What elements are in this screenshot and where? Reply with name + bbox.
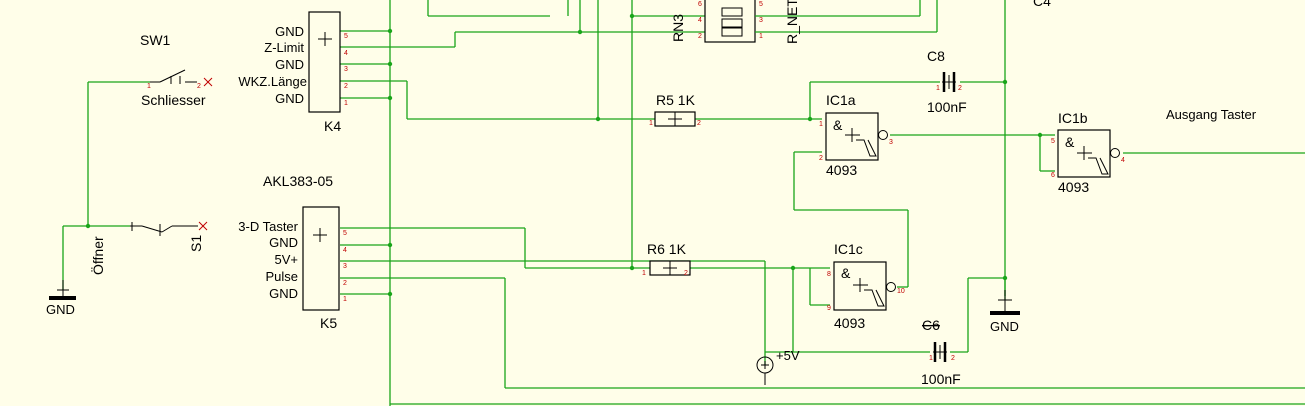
k5-label: K5: [320, 315, 337, 331]
svg-text:4: 4: [698, 17, 702, 24]
vplus-symbol: +5V: [756, 348, 800, 385]
svg-text:3: 3: [759, 17, 763, 24]
switch-s1: Öffner S1: [89, 221, 208, 275]
svg-text:3: 3: [343, 263, 347, 270]
gnd-label-left: GND: [46, 302, 75, 317]
svg-text:6: 6: [698, 1, 702, 8]
akl-label: AKL383-05: [263, 173, 333, 189]
svg-text:3: 3: [889, 139, 893, 146]
resistor-r6: R6 1K 1 2: [642, 241, 691, 277]
svg-text:2: 2: [197, 83, 201, 90]
svg-text:2: 2: [819, 155, 823, 162]
s1-label: S1: [188, 235, 204, 252]
k4-label: K4: [324, 118, 341, 134]
svg-text:2: 2: [684, 270, 688, 277]
k4-pin-5-label: GND: [275, 24, 304, 39]
gnd-symbol-left: GND: [46, 280, 76, 317]
svg-text:1: 1: [936, 85, 940, 92]
capacitor-c8: C8 1 2 100nF: [927, 48, 967, 115]
ic1a-label: IC1a: [826, 92, 856, 108]
c4-label: C4: [1033, 0, 1051, 9]
rnet-label: R_NET: [784, 0, 800, 44]
svg-text:2: 2: [698, 33, 702, 40]
k5-pin-3-label: 5V+: [275, 252, 299, 267]
oeffner-label: Öffner: [89, 236, 106, 275]
svg-text:10: 10: [897, 288, 905, 295]
k4-pin-4-label: Z-Limit: [264, 40, 304, 55]
svg-text:2: 2: [958, 85, 962, 92]
connector-k5: AKL383-05 5 4 3 2 1 3-D Taster GND 5V+ P…: [238, 173, 347, 331]
svg-text:&: &: [841, 265, 851, 281]
gnd-label-bottom: GND: [990, 319, 1019, 334]
ic1a-type: 4093: [826, 162, 857, 178]
svg-text:5: 5: [344, 33, 348, 40]
r6-label: R6 1K: [647, 241, 687, 257]
svg-text:3: 3: [344, 66, 348, 73]
svg-text:2: 2: [343, 280, 347, 287]
gate-ic1b: IC1b & 5 6 4 4093: [1051, 110, 1125, 195]
wires: [62, 0, 1305, 406]
connector-k4: 5 4 3 2 1 GND Z-Limit GND WKZ.Länge GND …: [238, 11, 348, 134]
svg-text:1: 1: [759, 33, 763, 40]
gate-ic1c: IC1c & 8 9 10 4093: [827, 241, 905, 331]
ic1c-type: 4093: [834, 315, 865, 331]
capacitor-c6: C6 1 2 100nF: [921, 317, 961, 387]
ic1b-label: IC1b: [1058, 110, 1088, 126]
k5-pin-2-label: Pulse: [265, 269, 298, 284]
svg-text:5: 5: [1051, 138, 1055, 145]
svg-text:1: 1: [147, 83, 151, 90]
c6-value: 100nF: [921, 371, 961, 387]
resistor-r5: R5 1K 1 2: [649, 92, 701, 127]
svg-text:1: 1: [344, 100, 348, 107]
sw1-label: SW1: [140, 32, 171, 48]
svg-text:4: 4: [343, 247, 347, 254]
svg-text:1: 1: [819, 121, 823, 128]
ic1c-label: IC1c: [834, 241, 863, 257]
svg-text:1: 1: [649, 120, 653, 127]
svg-text:1: 1: [642, 270, 646, 277]
rn3-resistor-network: 6 4 2 5 3 1 RN3 R_NET: [670, 0, 800, 44]
k4-pin-3-label: GND: [275, 57, 304, 72]
svg-text:2: 2: [951, 355, 955, 362]
junction-dots: [85, 13, 1043, 297]
svg-text:2: 2: [697, 120, 701, 127]
svg-text:1: 1: [929, 355, 933, 362]
svg-text:1: 1: [343, 296, 347, 303]
k4-pin-2-label: WKZ.Länge: [238, 74, 307, 89]
switch-sw1: SW1 1 2 Schliesser: [140, 32, 213, 108]
svg-text:&: &: [833, 117, 843, 133]
c8-value: 100nF: [927, 99, 967, 115]
k4-pin-1-label: GND: [275, 91, 304, 106]
k5-pin-1-label: GND: [269, 286, 298, 301]
ic1b-type: 4093: [1058, 179, 1089, 195]
svg-text:2: 2: [344, 83, 348, 90]
c8-label: C8: [927, 48, 945, 64]
svg-text:8: 8: [827, 271, 831, 278]
svg-text:4: 4: [1121, 157, 1125, 164]
svg-text:6: 6: [1051, 172, 1055, 179]
svg-text:4: 4: [344, 50, 348, 57]
ausgang-label: Ausgang Taster: [1166, 107, 1257, 122]
c6-label: C6: [922, 317, 940, 333]
gate-ic1a: IC1a & 1 2 3 4093: [819, 92, 893, 178]
svg-text:&: &: [1065, 134, 1075, 150]
k5-pin-4-label: GND: [269, 235, 298, 250]
rn3-label: RN3: [670, 14, 686, 42]
k5-pin-5-label: 3-D Taster: [238, 219, 298, 234]
svg-text:5: 5: [759, 1, 763, 8]
schliesser-label: Schliesser: [141, 92, 206, 108]
r5-label: R5 1K: [656, 92, 696, 108]
svg-text:9: 9: [827, 305, 831, 312]
svg-text:5: 5: [343, 230, 347, 237]
gnd-symbol-bottom: GND: [990, 290, 1020, 334]
vplus-label: +5V: [776, 348, 800, 363]
